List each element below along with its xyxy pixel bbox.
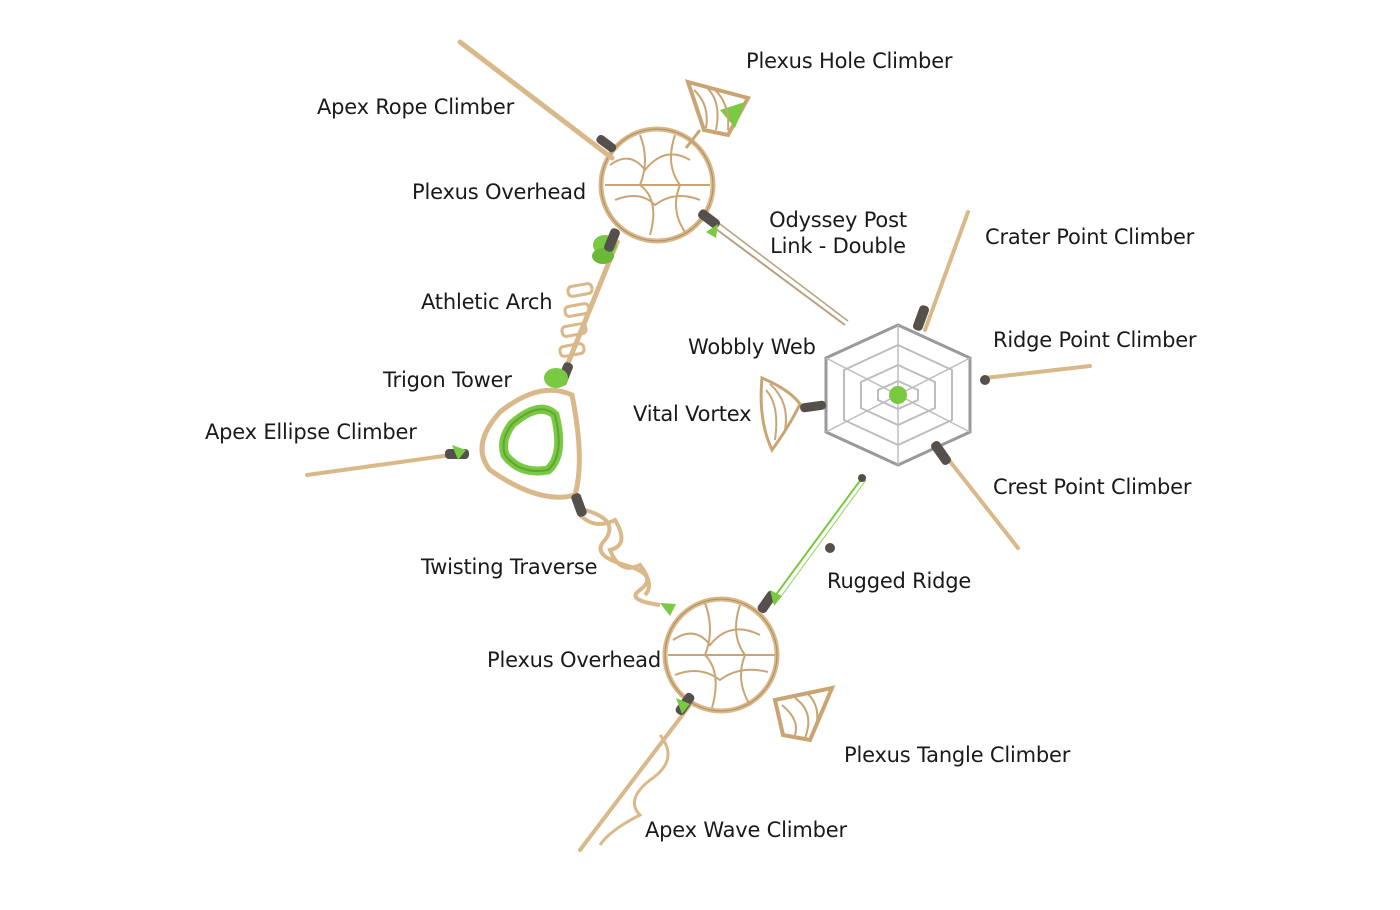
- label-odyssey-post-link-line2: Link - Double: [770, 234, 906, 258]
- plexus-tangle-climber-shape: [772, 685, 836, 743]
- label-vital-vortex: Vital Vortex: [633, 402, 752, 426]
- label-ridge-point-climber: Ridge Point Climber: [993, 328, 1197, 352]
- label-odyssey-post-link: Odyssey Post Link - Double: [758, 207, 918, 259]
- label-crater-point-climber: Crater Point Climber: [985, 225, 1195, 249]
- wobbly-web-shape: [824, 323, 972, 467]
- rugged-ridge-shape: [757, 474, 867, 614]
- label-odyssey-post-link-line1: Odyssey Post: [769, 208, 907, 232]
- athletic-arch-shape: [544, 228, 621, 388]
- clamp-icon: [698, 209, 720, 229]
- plexus-overhead-top-ring: [598, 126, 716, 244]
- plexus-hole-climber-shape: [684, 79, 751, 149]
- crater-point-climber-pole: [923, 210, 970, 332]
- label-rugged-ridge: Rugged Ridge: [827, 569, 972, 593]
- ridge-point-climber-pole: [983, 364, 1092, 380]
- apex-ellipse-climber-pole: [305, 452, 460, 477]
- crest-point-climber-pole: [943, 453, 1020, 550]
- apex-rope-climber-pole: [457, 39, 615, 161]
- clamp-icon: [980, 375, 990, 385]
- clamp-icon: [596, 134, 617, 153]
- green-connector-icon: [452, 445, 466, 460]
- vital-vortex-shape: [759, 375, 827, 453]
- label-trigon-tower: Trigon Tower: [383, 368, 512, 392]
- label-plexus-overhead-top: Plexus Overhead: [412, 180, 586, 204]
- green-connector-icon: [706, 224, 718, 238]
- clamp-icon: [912, 305, 930, 331]
- apex-wave-climber-shape: [578, 692, 695, 852]
- label-apex-rope-climber: Apex Rope Climber: [317, 95, 515, 119]
- label-plexus-hole-climber: Plexus Hole Climber: [746, 49, 953, 73]
- label-twisting-traverse: Twisting Traverse: [421, 555, 598, 579]
- odyssey-post-link-rope: [711, 225, 846, 326]
- label-apex-ellipse-climber: Apex Ellipse Climber: [205, 420, 417, 444]
- label-apex-wave-climber: Apex Wave Climber: [645, 818, 847, 842]
- trigon-tower-shape: [479, 387, 582, 500]
- plexus-overhead-bottom-ring: [662, 596, 780, 714]
- label-athletic-arch: Athletic Arch: [421, 290, 553, 314]
- label-wobbly-web: Wobbly Web: [688, 335, 816, 359]
- label-plexus-tangle-climber: Plexus Tangle Climber: [844, 743, 1071, 767]
- label-crest-point-climber: Crest Point Climber: [993, 475, 1192, 499]
- clamp-icon: [931, 441, 951, 465]
- twisting-traverse-shape: [571, 493, 676, 616]
- label-plexus-overhead-bottom: Plexus Overhead: [487, 648, 661, 672]
